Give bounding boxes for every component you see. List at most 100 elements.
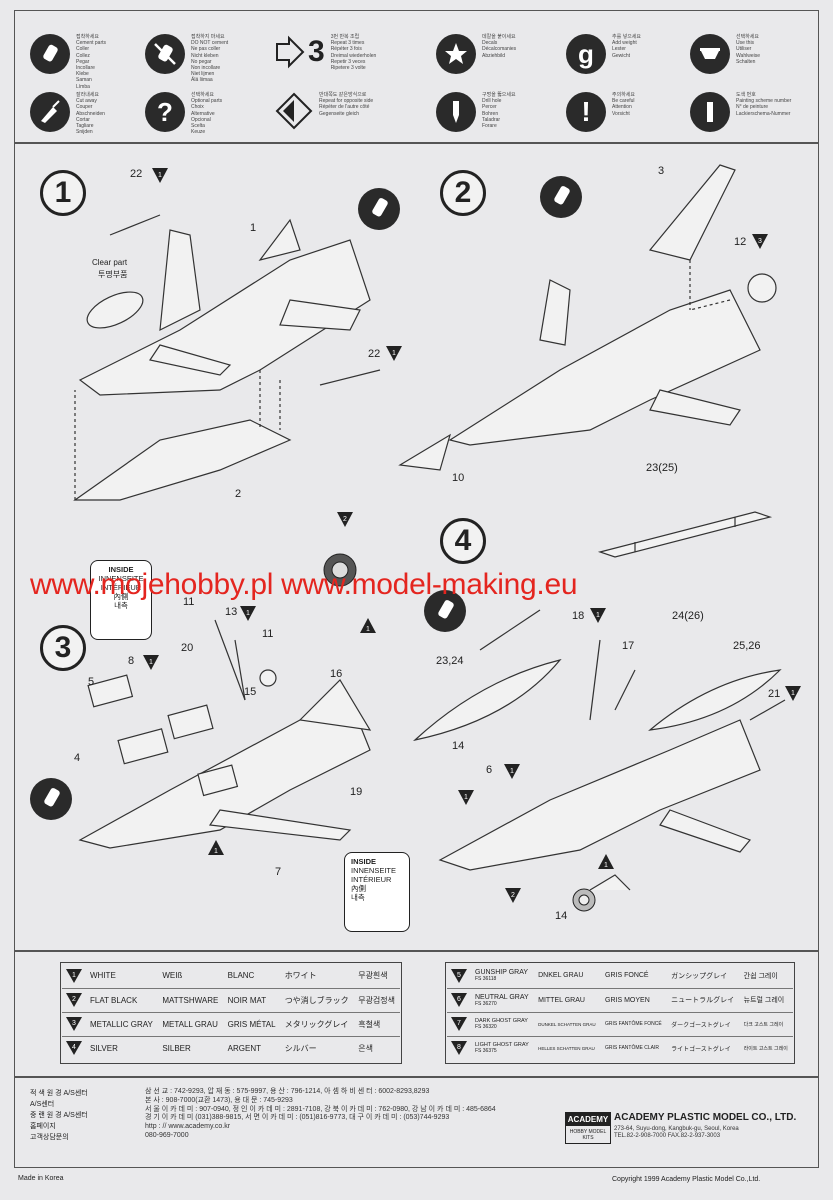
part-number: 5 xyxy=(88,676,95,688)
part-number: 21 xyxy=(768,688,781,700)
paint-ref-2: 2 xyxy=(505,888,521,903)
legend-symmetric: 반대쪽도 같은방식으로 Repeat for opposite side Rép… xyxy=(275,92,381,135)
svg-text:2: 2 xyxy=(343,516,347,523)
footer-divider xyxy=(14,1076,819,1078)
step-4-drawing xyxy=(412,609,786,891)
do-not-glue-icon xyxy=(145,34,185,74)
step-3-number: 3 xyxy=(40,625,86,671)
part-number: 14 xyxy=(452,740,465,752)
part-number: 18 xyxy=(572,610,585,622)
legend-no-glue: 접착하지 마세요 DO NOT cement Ne pas coller Nic… xyxy=(145,34,253,84)
legend-text: 선택하세요 Optional parts Choix Alternative O… xyxy=(191,92,223,136)
part-number: 12 xyxy=(734,236,747,248)
svg-text:1: 1 xyxy=(158,172,162,179)
legend-caution: ! 주의하세요 Be careful Attention Vorsicht xyxy=(566,92,674,132)
part-number: 23,24 xyxy=(436,655,464,667)
drop-tank-drawing xyxy=(597,511,773,558)
paint-ref-1: 1 xyxy=(504,764,520,779)
part-number: 22 xyxy=(130,168,143,180)
svg-text:1: 1 xyxy=(214,848,218,855)
svg-text:1: 1 xyxy=(246,610,250,617)
svg-text:1: 1 xyxy=(596,612,600,619)
svg-text:1: 1 xyxy=(149,659,153,666)
part-number: 17 xyxy=(622,640,635,652)
glue-marker xyxy=(424,590,466,632)
decal-icon xyxy=(436,34,476,74)
paint-ref-1: 1 xyxy=(590,608,606,623)
color-table-right-frame xyxy=(445,962,795,1064)
legend-glue: 접착하세요 Cement parts Coller Collez Pegar I… xyxy=(30,34,138,90)
page-frame xyxy=(14,10,819,1168)
svg-text:1: 1 xyxy=(791,690,795,697)
part-number: 7 xyxy=(275,866,282,878)
part-number: 4 xyxy=(74,752,81,764)
step-1-number: 1 xyxy=(40,170,86,216)
part-number: 3 xyxy=(658,165,665,177)
part-number: 23(25) xyxy=(646,462,678,474)
academy-logo: ACADEMY HOBBY MODEL KITS xyxy=(565,1112,611,1144)
legend-text: 3번 반복 조립 Repeat 3 times Répéter 3 fois D… xyxy=(330,34,377,72)
inside-callout: INSIDE INNENSEITE INTÉRIEUR 內側 내측 xyxy=(90,560,152,640)
legend-text: 잘라내세요 Cut away Couper Abschneiden Cortar… xyxy=(76,92,105,136)
option-icon xyxy=(690,34,730,74)
made-in-label: Made in Korea xyxy=(18,1175,64,1182)
svg-text:3: 3 xyxy=(758,238,762,245)
service-centers: 적 색 원 경 A/S센터 A/S센터 중 랜 원 경 A/S센터 홈페이지 고… xyxy=(30,1090,88,1141)
part-number: 10 xyxy=(452,472,465,484)
part-number: 8 xyxy=(128,655,135,667)
part-number: 15 xyxy=(244,686,257,698)
part-label: Clear part xyxy=(92,258,128,267)
legend-text: 데칼을 붙이세요 Decals Décalcomanies Abziehbild xyxy=(482,34,517,59)
paint-ref-1: 1 xyxy=(208,840,224,855)
legend-option: 선택하세요 Use this Utiliser Wahlweise Schalt… xyxy=(690,34,798,74)
question-icon: ? xyxy=(145,92,185,132)
legend-text: 접착하지 마세요 DO NOT cement Ne pas coller Nic… xyxy=(191,34,229,84)
legend-decal: 데칼을 붙이세요 Decals Décalcomanies Abziehbild xyxy=(436,34,544,74)
part-number: 22 xyxy=(368,348,381,360)
caution-icon: ! xyxy=(566,92,606,132)
svg-text:1: 1 xyxy=(392,350,396,357)
paint-ref-1: 1 xyxy=(458,790,474,805)
paint-ref-1: 1 xyxy=(143,655,159,670)
paint-ref-3: 3 xyxy=(752,234,768,249)
paint-ref-1: 1 xyxy=(152,168,168,183)
legend-text: 선택하세요 Use this Utiliser Wahlweise Schalt… xyxy=(736,34,760,65)
svg-text:2: 2 xyxy=(72,996,76,1003)
svg-text:7: 7 xyxy=(457,1020,461,1027)
paint-ref-1: 1 xyxy=(360,618,376,633)
svg-text:1: 1 xyxy=(510,768,514,775)
legend-text: 주의하세요 Be careful Attention Vorsicht xyxy=(612,92,636,117)
part-label: 투명부품 xyxy=(98,270,128,279)
legend-text: 구멍을 뚫으세요 Drill hole Percer Bohren Taladr… xyxy=(482,92,516,130)
wheel-drawing xyxy=(323,553,357,587)
paint-ref-1: 1 xyxy=(386,346,402,361)
glue-marker xyxy=(30,778,72,820)
part-number: 16 xyxy=(330,668,343,680)
part-number: 1 xyxy=(250,222,257,234)
part-number: 14 xyxy=(555,910,568,922)
legend-text: 접착하세요 Cement parts Coller Collez Pegar I… xyxy=(76,34,107,90)
legend-text: 추를 넣으세요 Add weight Lester Gewicht xyxy=(612,34,641,59)
color-table-left-frame xyxy=(60,962,402,1064)
contact-list: 삼 선 교 : 742-9293, 압 재 동 : 575-9997, 용 산 … xyxy=(145,1088,496,1139)
part-number: 20 xyxy=(181,642,194,654)
legend-repeat: 3 3번 반복 조립 Repeat 3 times Répéter 3 fois… xyxy=(275,34,393,71)
paint-icon xyxy=(690,92,730,132)
paint-ref-1: 1 xyxy=(240,606,256,621)
wheel-drawing xyxy=(572,888,596,912)
legend-drill: 구멍을 뚫으세요 Drill hole Percer Bohren Taladr… xyxy=(436,92,544,132)
svg-text:3: 3 xyxy=(72,1020,76,1027)
copyright-label: Copyright 1999 Academy Plastic Model Co.… xyxy=(612,1176,761,1183)
legend-weight: g 추를 넣으세요 Add weight Lester Gewicht xyxy=(566,34,674,74)
part-number: 11 xyxy=(183,596,195,608)
part-number: 2 xyxy=(235,488,242,500)
company-name: ACADEMY PLASTIC MODEL CO., LTD. xyxy=(614,1112,797,1123)
step-3-drawing xyxy=(78,619,372,849)
